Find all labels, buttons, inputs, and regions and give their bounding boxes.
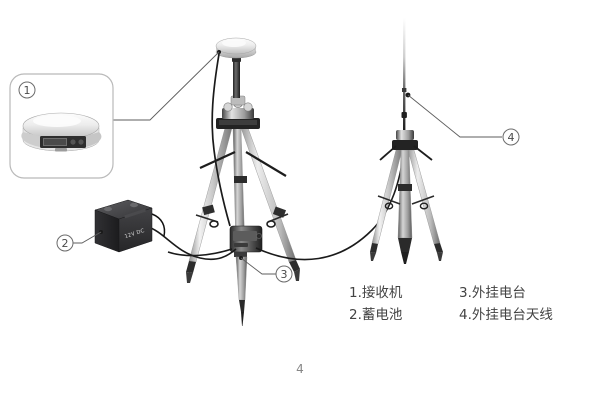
callout-4-number: 4	[508, 131, 515, 144]
legend-item-1: 1.接收机	[349, 285, 403, 302]
cables	[145, 53, 405, 261]
gnss-receiver-illustration	[21, 112, 102, 152]
left-tripod-assembly	[186, 37, 300, 283]
battery-12v: 12V DC	[94, 199, 166, 253]
tripod-head	[216, 95, 260, 129]
battery-to-radio-cable	[145, 225, 237, 261]
legend: 1.接收机 3.外挂电台 2.蓄电池 4.外挂电台天线	[349, 283, 553, 327]
tripod-legs	[186, 127, 300, 283]
callout-3-number: 3	[281, 268, 288, 281]
external-radio	[229, 225, 263, 326]
callout-3-leader	[239, 256, 276, 275]
callout-4-leader	[405, 92, 502, 138]
callout-2-number: 2	[62, 237, 69, 250]
callout-3-marker: 3	[275, 265, 293, 283]
right-tripod-assembly	[370, 18, 443, 264]
radio-left-cable	[167, 248, 233, 257]
callout-2-leader	[73, 230, 103, 244]
callout-1-number: 1	[24, 84, 31, 97]
receiver-cable	[211, 53, 231, 227]
receiver-pole	[233, 60, 240, 98]
legend-item-4: 4.外挂电台天线	[459, 307, 553, 324]
radio-to-antenna-cable	[255, 151, 405, 261]
page-number: 4	[296, 362, 304, 376]
callout-2-marker: 2	[56, 234, 74, 252]
callout-1-leader	[113, 50, 221, 121]
whip-antenna	[403, 18, 406, 130]
receiver-inset-box: 1	[9, 73, 114, 179]
legend-item-3: 3.外挂电台	[459, 285, 526, 302]
callout-4-marker: 4	[502, 128, 520, 146]
gnss-receiver-on-pole	[215, 37, 257, 59]
legend-item-2: 2.蓄电池	[349, 307, 403, 324]
